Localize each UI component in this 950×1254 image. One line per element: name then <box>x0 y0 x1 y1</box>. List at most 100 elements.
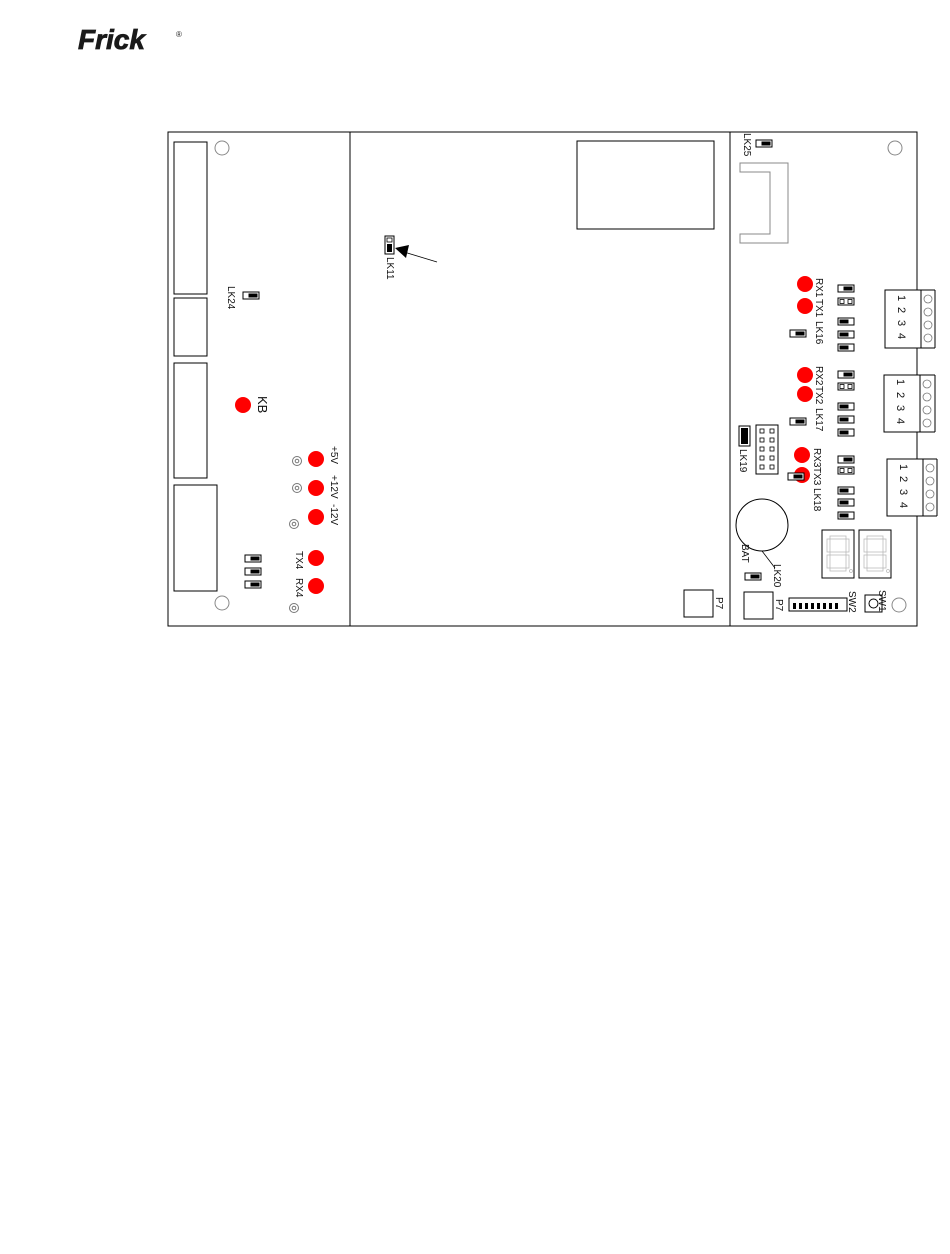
connector-block <box>174 298 207 356</box>
label-sw2: SW2 <box>846 591 857 613</box>
connector-p7-right <box>744 592 773 619</box>
terminal-number: 2 <box>895 307 907 313</box>
label-rx3: RX3 <box>811 448 822 468</box>
test-point-inner <box>295 486 299 490</box>
test-point-inner <box>292 606 296 610</box>
jumper-lk24 <box>243 292 259 299</box>
test-point-inner <box>295 459 299 463</box>
jumper <box>838 512 854 519</box>
label-kb: KB <box>255 396 270 413</box>
terminal-number: 1 <box>894 379 906 385</box>
terminal-block-2: 1 2 3 4 <box>884 375 935 432</box>
jumper <box>838 298 854 305</box>
label-p7-right: P7 <box>773 599 784 612</box>
jumper <box>245 581 261 588</box>
terminal-number: 2 <box>897 476 909 482</box>
terminal-number: 3 <box>897 489 909 495</box>
label-rx2: RX2 <box>813 366 824 386</box>
led-5v <box>308 451 324 467</box>
label-5v: +5V <box>328 446 339 464</box>
jumper <box>838 429 854 436</box>
label-lk16: LK16 <box>813 321 824 345</box>
led-tx4 <box>308 550 324 566</box>
jumper <box>245 568 261 575</box>
jumper <box>838 285 854 292</box>
led-12v <box>308 480 324 496</box>
jumper <box>838 344 854 351</box>
pointer-arrowhead <box>395 245 409 258</box>
label-lk25: LK25 <box>741 133 752 157</box>
jumper <box>838 467 854 474</box>
pin-header <box>756 425 778 474</box>
label-tx3: TX3 <box>811 467 822 486</box>
jumper <box>838 499 854 506</box>
jumper <box>838 403 854 410</box>
label-bat: BAT <box>739 544 750 563</box>
label-lk20: LK20 <box>771 564 782 588</box>
label-lk18: LK18 <box>811 488 822 512</box>
led-rx4 <box>308 578 324 594</box>
dip-switch-sw2 <box>789 598 847 611</box>
jumper <box>838 331 854 338</box>
jumper-lk20 <box>745 573 761 580</box>
board-diagram: LK24 KB +5V +12V -12V TX4 RX4 LK11 P7 LK… <box>0 0 950 640</box>
terminal-number: 1 <box>897 464 909 470</box>
label-lk17: LK17 <box>813 408 824 432</box>
led-tx2 <box>797 386 813 402</box>
label-p7-center: P7 <box>713 597 724 610</box>
jumper <box>838 416 854 423</box>
label-lk11: LK11 <box>384 257 395 280</box>
jumper-lk11 <box>385 236 394 254</box>
test-point-inner <box>292 522 296 526</box>
label-tx1: TX1 <box>813 299 824 318</box>
mount-hole <box>888 141 902 155</box>
terminal-block-3: 1 2 3 4 <box>887 459 937 516</box>
jumper <box>838 371 854 378</box>
terminal-number: 3 <box>894 405 906 411</box>
terminal-block-1: 1 2 3 4 <box>885 290 935 348</box>
jumper <box>838 383 854 390</box>
terminal-number: 3 <box>895 320 907 326</box>
jumper-lk17 <box>790 418 806 425</box>
seven-segment-display <box>822 530 854 578</box>
pointer-arrow-line <box>404 252 437 262</box>
led-rx3 <box>794 447 810 463</box>
display-connector <box>740 163 788 243</box>
label-neg12v: -12V <box>328 504 339 525</box>
led-tx1 <box>797 298 813 314</box>
label-sw1: SW1 <box>876 590 887 612</box>
label-rx4: RX4 <box>293 578 304 598</box>
seven-segment-display <box>859 530 891 578</box>
led-rx1 <box>797 276 813 292</box>
led-neg12v <box>308 509 324 525</box>
label-lk24: LK24 <box>225 286 236 310</box>
mount-hole <box>215 141 229 155</box>
label-tx2: TX2 <box>813 386 824 405</box>
terminal-number: 2 <box>894 392 906 398</box>
jumper <box>245 555 261 562</box>
jumper-lk16 <box>790 330 806 337</box>
label-rx1: RX1 <box>813 278 824 298</box>
connector-block <box>174 363 207 478</box>
connector-block <box>174 485 217 591</box>
jumper-lk25 <box>756 140 772 147</box>
terminal-number: 4 <box>894 418 906 424</box>
terminal-number: 1 <box>895 295 907 301</box>
led-kb <box>235 397 251 413</box>
label-tx4: TX4 <box>293 551 304 570</box>
connector-block <box>174 142 207 294</box>
label-lk19: LK19 <box>737 449 748 473</box>
led-rx2 <box>797 367 813 383</box>
terminal-number: 4 <box>895 333 907 339</box>
jumper-lk19-cap <box>741 428 748 444</box>
terminal-number: 4 <box>897 502 909 508</box>
label-12v: +12V <box>328 475 339 499</box>
connector-p7-center <box>684 590 713 617</box>
jumper <box>838 456 854 463</box>
jumper-lk18 <box>788 473 804 480</box>
jumper <box>838 318 854 325</box>
mount-hole <box>892 598 906 612</box>
center-component-box <box>577 141 714 229</box>
jumper <box>838 487 854 494</box>
mount-hole <box>215 596 229 610</box>
